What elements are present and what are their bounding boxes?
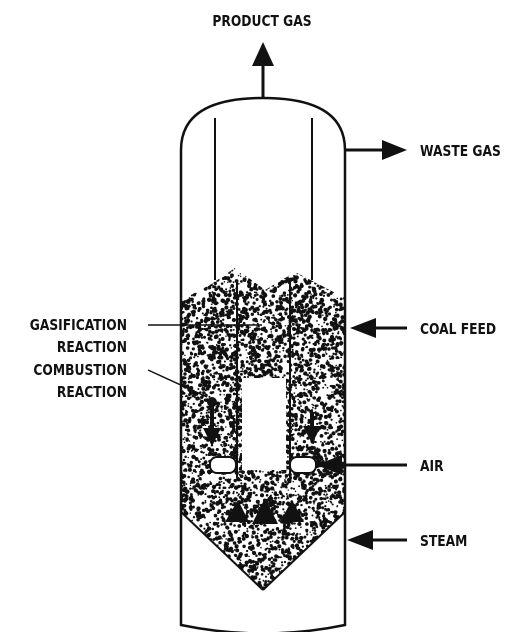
gasification-label-line2: REACTION	[57, 339, 127, 356]
air-label: AIR	[420, 458, 444, 475]
steam-arrow-icon	[347, 530, 407, 550]
waste-gas-arrow-icon	[345, 140, 407, 160]
up-arrows-icon	[225, 498, 304, 524]
air-pipe-right	[289, 456, 317, 474]
cone-left	[180, 511, 264, 591]
air-arrow-icon	[316, 455, 407, 475]
steam-label: STEAM	[420, 533, 467, 550]
combustion-leader-line	[147, 369, 208, 398]
down-arrow-right-icon	[303, 412, 321, 444]
product-gas-arrow-icon	[252, 42, 274, 98]
product-gas-label: PRODUCT GAS	[212, 13, 311, 30]
coal-feed-arrow-icon	[350, 318, 407, 338]
central-core	[242, 378, 286, 470]
combustion-label-line1: COMBUSTION	[33, 362, 127, 379]
combustion-label-line2: REACTION	[57, 384, 127, 401]
waste-gas-label: WASTE GAS	[420, 143, 501, 160]
gasification-label-line1: GASIFICATION	[30, 317, 127, 334]
coal-feed-label: COAL FEED	[420, 321, 496, 338]
air-pipe-left	[209, 456, 237, 474]
down-arrow-left-icon	[203, 397, 221, 446]
cone-right	[262, 511, 346, 591]
